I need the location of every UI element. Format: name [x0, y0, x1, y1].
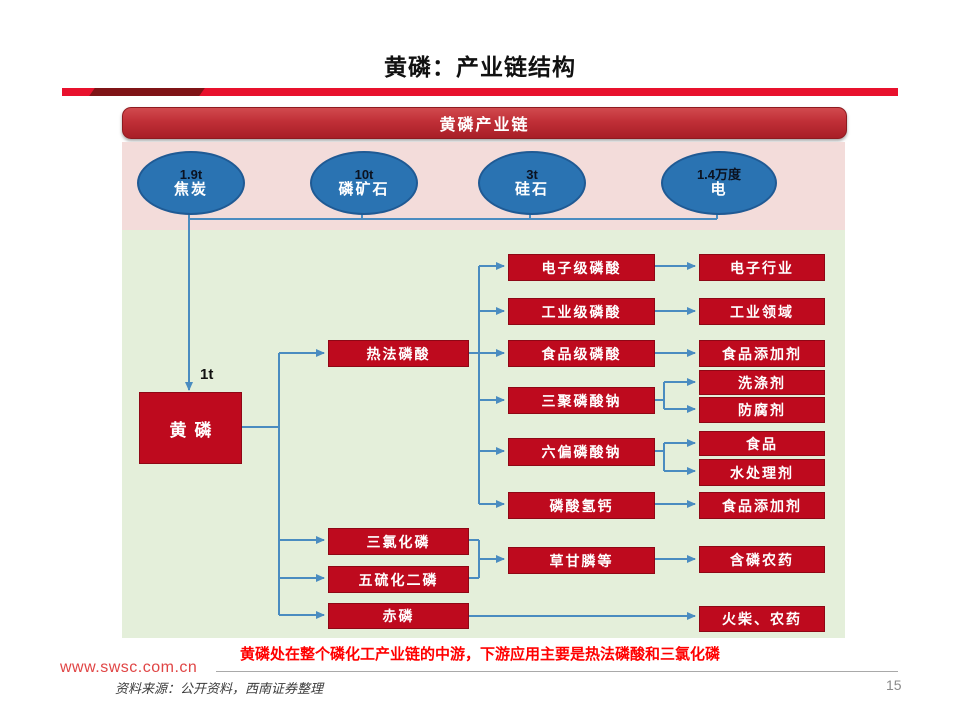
product-box-calcium-hydrogen-phosphate: 磷酸氢钙	[508, 492, 655, 519]
application-box-preservative: 防腐剂	[699, 397, 825, 423]
divider-bar	[62, 88, 898, 96]
application-box-food-additives-2: 食品添加剂	[699, 492, 825, 519]
product-box-food-grade-acid: 食品级磷酸	[508, 340, 655, 367]
input-qty: 1.4万度	[696, 166, 742, 182]
product-box-electronic-grade-acid: 电子级磷酸	[508, 254, 655, 281]
source-note: 资料来源：公开资料，西南证券整理	[115, 681, 324, 696]
application-box-food-additives: 食品添加剂	[699, 340, 825, 367]
input-qty: 3t	[526, 166, 538, 182]
input-name: 硅石	[514, 180, 549, 198]
divider-dark-segment	[89, 88, 205, 96]
core-node-yellow-phosphorus: 黄磷	[139, 392, 242, 464]
application-box-industrial-field: 工业领域	[699, 298, 825, 325]
product-box-industrial-grade-acid: 工业级磷酸	[508, 298, 655, 325]
page-title: 黄磷：产业链结构	[384, 54, 576, 80]
application-box-phosphorus-pesticides: 含磷农药	[699, 546, 825, 573]
product-box-sodium-tripolyphosphate: 三聚磷酸钠	[508, 387, 655, 414]
application-box-matches-pesticides: 火柴、农药	[699, 606, 825, 632]
input-name: 磷矿石	[338, 180, 390, 198]
footer-rule	[216, 671, 898, 672]
diagram-banner: 黄磷产业链	[122, 107, 847, 139]
input-node-coke: 1.9t 焦炭	[137, 151, 245, 215]
page-number: 15	[886, 677, 902, 693]
application-box-detergent: 洗涤剂	[699, 370, 825, 395]
input-name: 电	[710, 180, 728, 198]
input-qty: 10t	[354, 166, 374, 182]
application-box-electronics-industry: 电子行业	[699, 254, 825, 281]
intermediate-box-phosphorus-trichloride: 三氯化磷	[328, 528, 469, 555]
input-node-electricity: 1.4万度 电	[661, 151, 777, 215]
website-label: www.swsc.com.cn	[60, 659, 198, 676]
intermediate-box-phosphorus-pentasulfide: 五硫化二磷	[328, 566, 469, 593]
intermediate-box-red-phosphorus: 赤磷	[328, 603, 469, 629]
input-qty: 1.9t	[179, 166, 203, 182]
product-box-glyphosate: 草甘膦等	[508, 547, 655, 574]
input-node-phosphate-rock: 10t 磷矿石	[310, 151, 418, 215]
product-box-sodium-hexametaphosphate: 六偏磷酸钠	[508, 438, 655, 466]
core-input-qty-label: 1t	[200, 366, 214, 383]
input-node-silica: 3t 硅石	[478, 151, 586, 215]
input-name: 焦炭	[173, 180, 208, 198]
application-box-water-treatment: 水处理剂	[699, 459, 825, 486]
application-box-food: 食品	[699, 431, 825, 456]
intermediate-box-thermal-phosphoric-acid: 热法磷酸	[328, 340, 469, 367]
summary-footnote: 黄磷处在整个磷化工产业链的中游，下游应用主要是热法磷酸和三氯化磷	[239, 646, 720, 663]
